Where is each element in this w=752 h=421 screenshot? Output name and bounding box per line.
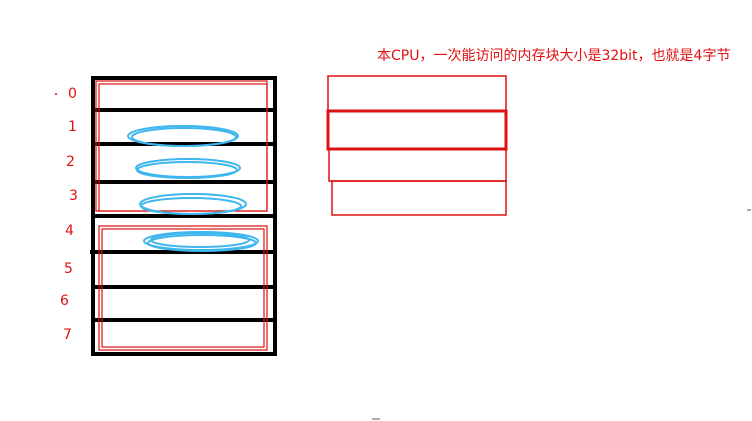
row-4-marker	[143, 231, 259, 252]
annotation-text: 本CPU，一次能访问的内存块大小是32bit，也就是4字节	[377, 48, 731, 64]
row-label-1: 1	[68, 119, 77, 135]
row-label-0: 0	[68, 86, 77, 102]
stray-dot	[55, 93, 57, 95]
row-3-marker	[139, 193, 247, 215]
row-1-marker	[127, 125, 239, 147]
cpu-cell	[331, 180, 507, 216]
row-label-6: 6	[60, 293, 69, 309]
row-label-3: 3	[69, 188, 78, 204]
memory-grid	[90, 76, 277, 356]
cpu-access-block	[326, 75, 508, 216]
row-labels: 0 1 2 3 4 5 6 7	[60, 86, 78, 343]
block-frame-lower	[98, 225, 268, 351]
row-2-marker	[135, 158, 241, 179]
cpu-cell	[327, 75, 507, 112]
cpu-cell	[328, 148, 507, 182]
row-label-5: 5	[64, 261, 73, 277]
row-label-4: 4	[65, 223, 74, 239]
row-label-7: 7	[63, 327, 72, 343]
cpu-cell-highlighted	[326, 109, 508, 151]
row-label-2: 2	[66, 154, 75, 170]
block-frame-upper	[95, 80, 268, 212]
